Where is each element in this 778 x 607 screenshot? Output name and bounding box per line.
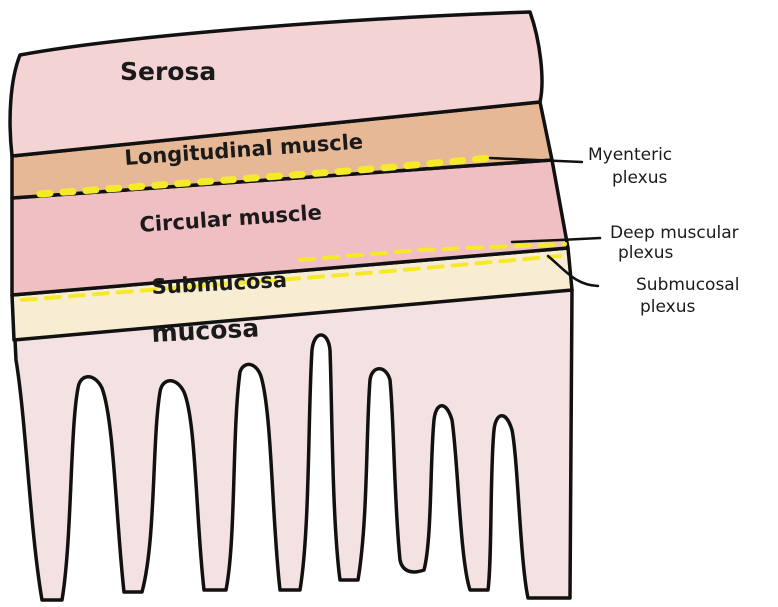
myenteric-label-line2: plexus xyxy=(612,168,668,188)
deep-muscular-label-line1: Deep muscular xyxy=(610,223,739,243)
submucosal-label-line2: plexus xyxy=(640,297,696,317)
mucosa-label: mucosa xyxy=(151,313,260,348)
myenteric-label-line1: Myenteric xyxy=(588,145,672,165)
mucosa-layer xyxy=(14,290,572,600)
serosa-label: Serosa xyxy=(120,57,216,86)
submucosal-label-line1: Submucosal xyxy=(636,275,739,295)
deep-muscular-label-line2: plexus xyxy=(618,243,674,263)
